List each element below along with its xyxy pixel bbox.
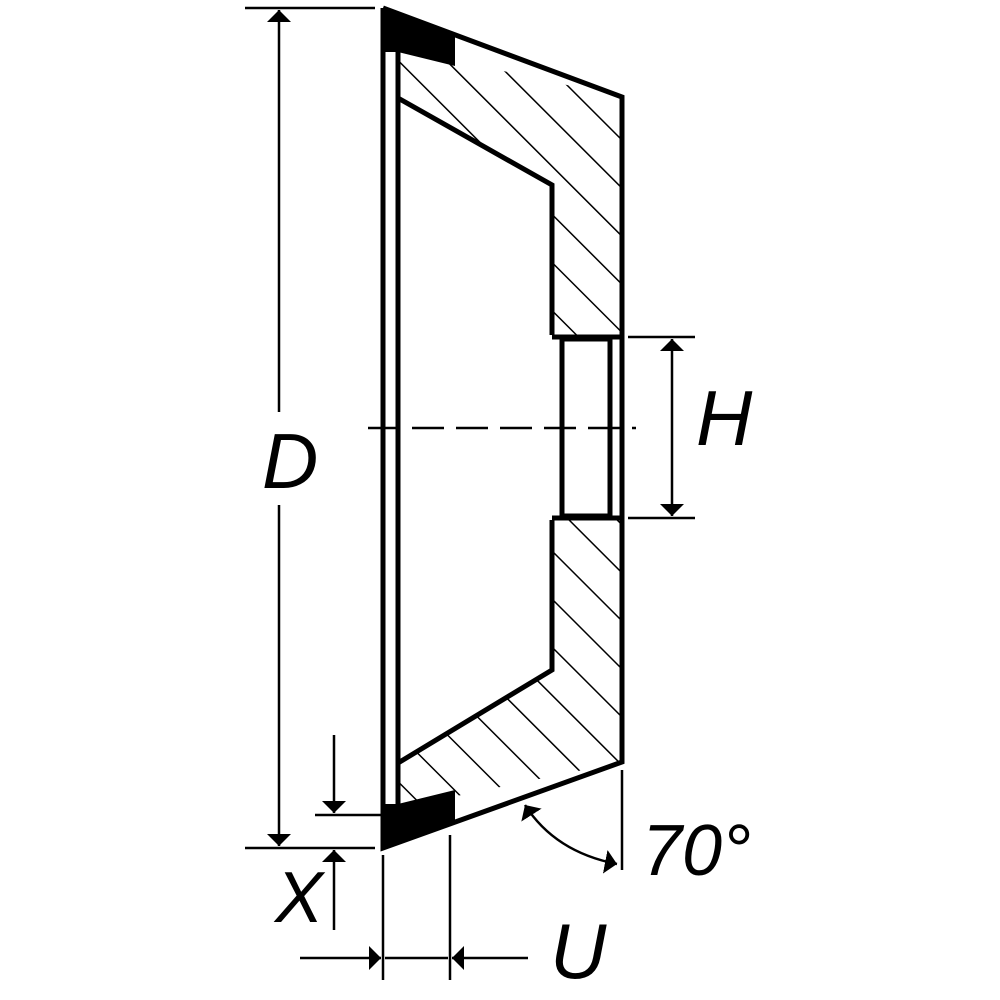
abrasive-layer: [383, 8, 455, 848]
label-x: X: [273, 858, 326, 938]
dimension-h: H: [660, 339, 753, 516]
dimension-angle: 70°: [521, 804, 751, 891]
hatched-section: [398, 48, 622, 808]
dimension-d: D: [262, 9, 318, 846]
extension-lines: [245, 6, 695, 980]
abrasive-bottom: [383, 790, 455, 848]
dimension-u: U: [300, 907, 607, 995]
inner-cone-bottom: [395, 520, 555, 808]
outer-contour: [380, 5, 625, 852]
wheel-outline: [380, 5, 625, 852]
dimension-x: X: [273, 735, 346, 938]
section-top: [398, 48, 622, 335]
abrasive-top: [383, 8, 455, 66]
label-h: H: [696, 374, 753, 462]
section-bottom: [398, 520, 622, 808]
inner-cone-top: [395, 48, 555, 335]
label-d: D: [262, 417, 318, 505]
label-u: U: [550, 907, 607, 995]
label-angle: 70°: [642, 811, 751, 891]
